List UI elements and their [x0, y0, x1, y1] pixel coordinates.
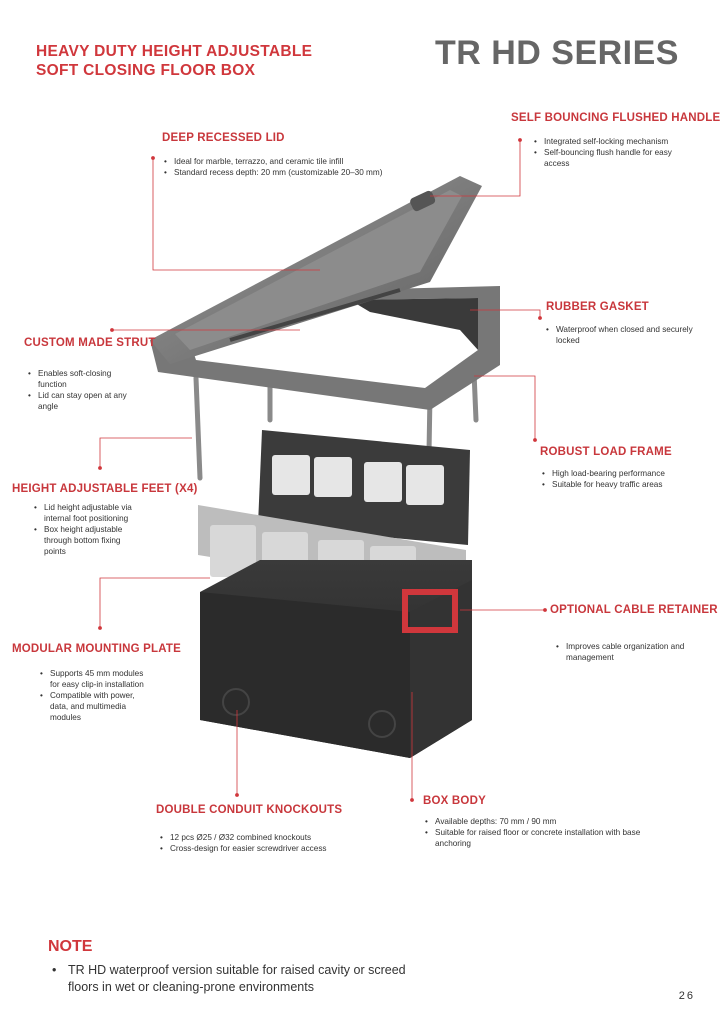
- feature-lid-bullet: Standard recess depth: 20 mm (customizab…: [162, 167, 432, 178]
- feature-knockouts-list: 12 pcs Ø25 / Ø32 combined knockouts Cros…: [158, 832, 378, 854]
- feature-body-list: Available depths: 70 mm / 90 mm Suitable…: [423, 816, 653, 849]
- feature-lid-bullet: Ideal for marble, terrazzo, and ceramic …: [162, 156, 432, 167]
- feature-plate-bullet: Supports 45 mm modules for easy clip-in …: [38, 668, 146, 690]
- feature-strut-title: CUSTOM MADE STRUT: [24, 337, 156, 349]
- feature-lid-title: DEEP RECESSED LID: [162, 132, 285, 144]
- page-number: 26: [678, 990, 695, 1002]
- feature-body-bullet: Available depths: 70 mm / 90 mm: [423, 816, 653, 827]
- feature-plate-bullet: Compatible with power, data, and multime…: [38, 690, 146, 723]
- feature-feet-list: Lid height adjustable via internal foot …: [32, 502, 142, 557]
- page-title: HEAVY DUTY HEIGHT ADJUSTABLE SOFT CLOSIN…: [36, 43, 313, 79]
- feature-plate-list: Supports 45 mm modules for easy clip-in …: [38, 668, 146, 723]
- feature-handle-title: SELF BOUNCING FLUSHED HANDLE: [511, 112, 721, 124]
- feature-gasket-list: Waterproof when closed and securely lock…: [544, 324, 694, 346]
- note-list: TR HD waterproof version suitable for ra…: [50, 962, 430, 996]
- feature-gasket-title: RUBBER GASKET: [546, 301, 649, 313]
- feature-feet-bullet: Box height adjustable through bottom fix…: [32, 524, 142, 557]
- feature-knockouts-bullet: 12 pcs Ø25 / Ø32 combined knockouts: [158, 832, 378, 843]
- feature-body-title: BOX BODY: [423, 795, 486, 807]
- feature-feet-title: HEIGHT ADJUSTABLE FEET (X4): [12, 483, 198, 495]
- feature-frame-list: High load-bearing performance Suitable f…: [540, 468, 700, 490]
- feature-handle-bullet: Integrated self-locking mechanism: [532, 136, 697, 147]
- socket-plate: [258, 430, 470, 545]
- feature-frame-bullet: Suitable for heavy traffic areas: [540, 479, 700, 490]
- feature-body-bullet: Suitable for raised floor or concrete in…: [423, 827, 653, 849]
- load-frame: [150, 286, 500, 410]
- note-title: NOTE: [48, 938, 93, 955]
- feature-lid-list: Ideal for marble, terrazzo, and ceramic …: [162, 156, 432, 178]
- feature-gasket-bullet: Waterproof when closed and securely lock…: [544, 324, 694, 346]
- box-body: [200, 560, 472, 758]
- note-text: TR HD waterproof version suitable for ra…: [50, 962, 430, 996]
- feature-strut-bullet: Lid can stay open at any angle: [26, 390, 134, 412]
- feature-feet-bullet: Lid height adjustable via internal foot …: [32, 502, 142, 524]
- feature-retainer-title: OPTIONAL CABLE RETAINER: [550, 604, 718, 616]
- feature-retainer-bullet: Improves cable organization and manageme…: [554, 641, 704, 663]
- feature-plate-title: MODULAR MOUNTING PLATE: [12, 643, 182, 655]
- feature-handle-bullet: Self-bouncing flush handle for easy acce…: [532, 147, 697, 169]
- feature-strut-bullet: Enables soft-closing function: [26, 368, 134, 390]
- feature-frame-title: ROBUST LOAD FRAME: [540, 446, 672, 458]
- feature-knockouts-bullet: Cross-design for easier screwdriver acce…: [158, 843, 378, 854]
- feature-strut-list: Enables soft-closing function Lid can st…: [26, 368, 134, 412]
- feature-knockouts-title: DOUBLE CONDUIT KNOCKOUTS: [156, 804, 343, 816]
- feature-retainer-list: Improves cable organization and manageme…: [554, 641, 704, 663]
- series-title: TR HD SERIES: [434, 34, 679, 72]
- feature-frame-bullet: High load-bearing performance: [540, 468, 700, 479]
- feature-handle-list: Integrated self-locking mechanism Self-b…: [532, 136, 697, 169]
